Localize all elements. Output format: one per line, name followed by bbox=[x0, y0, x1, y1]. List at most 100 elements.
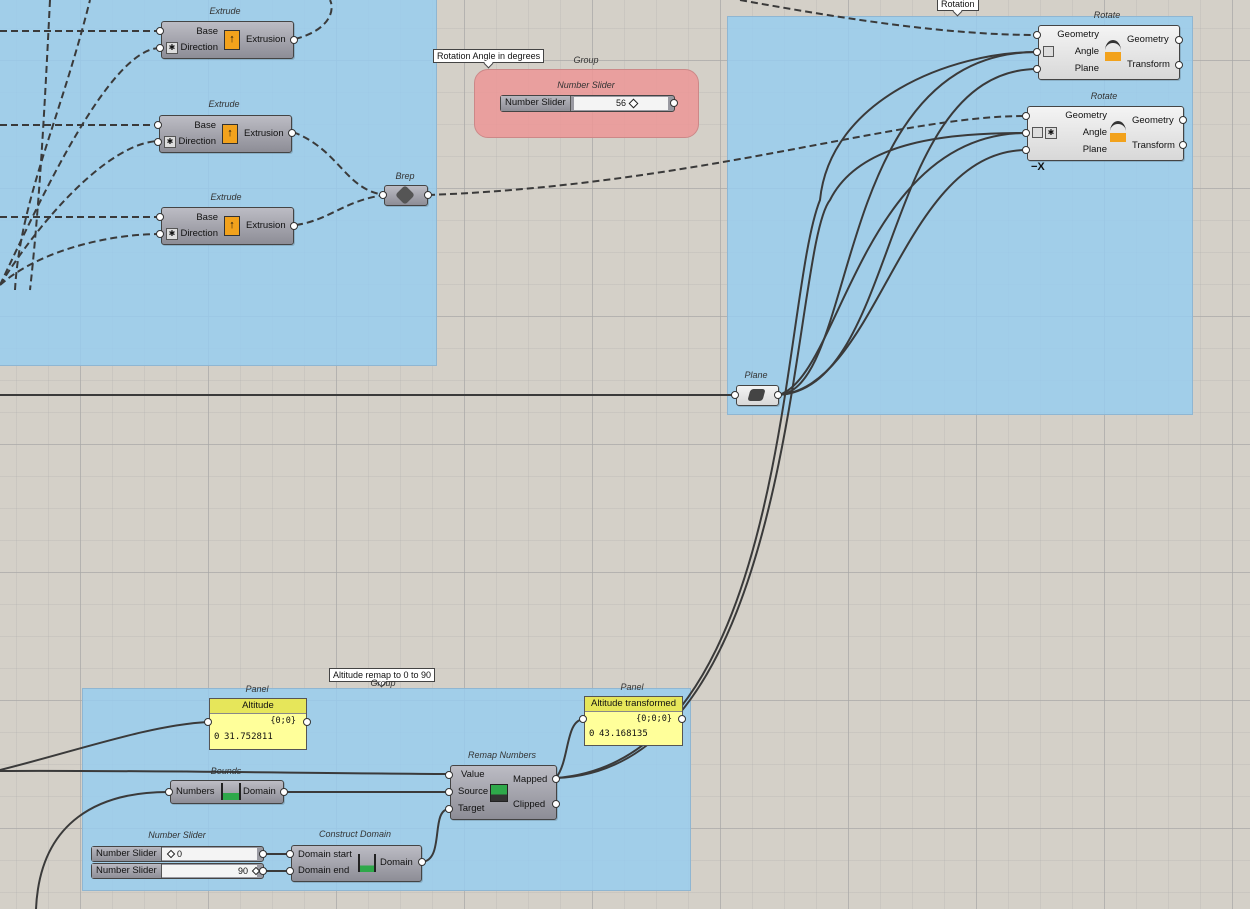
panel-altitude-transformed[interactable]: Altitude transformed {0;0;0} 0 43.168135 bbox=[584, 696, 683, 746]
angle-slider[interactable]: Number Slider 56 bbox=[500, 95, 675, 112]
extrude-2-out-pin[interactable] bbox=[288, 129, 296, 137]
angle-slider-track[interactable] bbox=[574, 97, 668, 110]
extrude-1-title: Extrude bbox=[209, 6, 241, 16]
rotate-1-in-geometry-pin[interactable] bbox=[1033, 31, 1041, 39]
domain-sliders-title: Number Slider bbox=[148, 830, 206, 840]
construct-domain-in-end-pin[interactable] bbox=[286, 867, 294, 875]
panel-transformed-in-pin[interactable] bbox=[579, 715, 587, 723]
domain-start-slider[interactable]: Number Slider 0 bbox=[91, 846, 264, 862]
rotate-1-in-angle-pin[interactable] bbox=[1033, 48, 1041, 56]
domain-end-slider-track[interactable] bbox=[162, 865, 257, 877]
remap-in-target-pin[interactable] bbox=[445, 805, 453, 813]
construct-domain-component[interactable]: Domain start Domain end Domain bbox=[291, 845, 422, 882]
plane-in-pin[interactable] bbox=[731, 391, 739, 399]
domain-end-slider[interactable]: Number Slider 90 bbox=[91, 863, 264, 879]
rotation-title-note: Rotation bbox=[937, 0, 979, 11]
panel-altitude-in-pin[interactable] bbox=[204, 718, 212, 726]
domain-start-slider-out-pin[interactable] bbox=[259, 850, 267, 858]
extrude-1-in-base-pin[interactable] bbox=[156, 27, 164, 35]
remap-value-in: Value bbox=[461, 769, 485, 780]
altitude-group-label: Group bbox=[370, 678, 396, 688]
plane-out-pin[interactable] bbox=[774, 391, 782, 399]
extrude-2-title: Extrude bbox=[208, 99, 240, 109]
domain-start-slider-label: Number Slider bbox=[92, 847, 162, 861]
rotate-1-angle-in: Angle bbox=[1074, 46, 1099, 57]
star-icon: ✱ bbox=[166, 228, 178, 240]
degrees-icon bbox=[1043, 46, 1054, 57]
bounds-out-pin[interactable] bbox=[280, 788, 288, 796]
construct-domain-out-pin[interactable] bbox=[418, 858, 426, 866]
extrude-1-component[interactable]: Base Direction ✱ ↑ Extrusion bbox=[161, 21, 294, 59]
domain-start-slider-track[interactable] bbox=[162, 848, 257, 860]
rotate-1-in-plane-pin[interactable] bbox=[1033, 65, 1041, 73]
brep-out-pin[interactable] bbox=[424, 191, 432, 199]
angle-slider-out-pin[interactable] bbox=[670, 99, 678, 107]
extrude-3-extrusion: Extrusion bbox=[246, 220, 286, 231]
extrude-2-direction: Direction bbox=[178, 136, 217, 147]
extrude-1-direction: Direction bbox=[180, 42, 219, 53]
rotate-2-mirror-flag: −X bbox=[1031, 161, 1045, 173]
rotate-1-out-geometry-pin[interactable] bbox=[1175, 36, 1183, 44]
rotate-1-plane-in: Plane bbox=[1074, 63, 1099, 74]
star-icon: ✱ bbox=[164, 136, 176, 148]
remap-out-mapped-pin[interactable] bbox=[552, 775, 560, 783]
rotate-2-in-angle-pin[interactable] bbox=[1022, 129, 1030, 137]
panel-altitude-out-pin[interactable] bbox=[303, 718, 311, 726]
construct-domain-end-in: Domain end bbox=[298, 865, 350, 876]
remap-numbers-component[interactable]: Value Source Target Mapped Clipped bbox=[450, 765, 557, 820]
extrude-1-in-direction-pin[interactable] bbox=[156, 44, 164, 52]
star-icon: ✱ bbox=[166, 42, 178, 54]
remap-mapped-out: Mapped bbox=[513, 774, 548, 785]
rotate-icon bbox=[1110, 121, 1126, 142]
extrude-2-in-direction-pin[interactable] bbox=[154, 138, 162, 146]
extrude-2-in-base-pin[interactable] bbox=[154, 121, 162, 129]
panel-transformed-header: Altitude transformed bbox=[585, 697, 682, 712]
rotate-2-out-geometry-pin[interactable] bbox=[1179, 116, 1187, 124]
extrude-3-title: Extrude bbox=[210, 192, 242, 202]
panel-transformed-out-pin[interactable] bbox=[678, 715, 686, 723]
extrude-2-extrusion: Extrusion bbox=[244, 128, 284, 139]
extrude-3-component[interactable]: Base Direction ✱ ↑ Extrusion bbox=[161, 207, 294, 245]
rotate-2-out-transform-pin[interactable] bbox=[1179, 141, 1187, 149]
rotate-1-component[interactable]: Geometry Angle Plane Geometry Transform bbox=[1038, 25, 1180, 80]
domain-end-slider-out-pin[interactable] bbox=[259, 867, 267, 875]
bounds-domain-out: Domain bbox=[243, 786, 276, 797]
brep-in-pin[interactable] bbox=[379, 191, 387, 199]
brep-param[interactable] bbox=[384, 185, 428, 206]
construct-domain-out: Domain bbox=[380, 857, 413, 868]
rotate-2-component[interactable]: Geometry Angle Plane ✱ Geometry Transfor… bbox=[1027, 106, 1184, 161]
rotate-2-in-plane-pin[interactable] bbox=[1022, 146, 1030, 154]
rotate-2-in-geometry-pin[interactable] bbox=[1022, 112, 1030, 120]
bounds-in-pin[interactable] bbox=[165, 788, 173, 796]
bounds-numbers-in: Numbers bbox=[176, 786, 215, 797]
extrude-2-component[interactable]: Base Direction ✱ ↑ Extrusion bbox=[159, 115, 292, 153]
remap-out-clipped-pin[interactable] bbox=[552, 800, 560, 808]
panel-altitude[interactable]: Altitude {0;0} 0 31.752811 bbox=[209, 698, 307, 750]
rotate-1-title: Rotate bbox=[1093, 10, 1121, 20]
rotate-1-out-transform-pin[interactable] bbox=[1175, 61, 1183, 69]
rotation-group[interactable] bbox=[727, 16, 1193, 415]
bounds-component[interactable]: Numbers Domain bbox=[170, 780, 284, 804]
extrude-icon: ↑ bbox=[224, 30, 240, 50]
panel-altitude-title: Panel bbox=[245, 684, 269, 694]
panel-transformed-index: 0 bbox=[589, 729, 595, 739]
extrude-3-in-base-pin[interactable] bbox=[156, 213, 164, 221]
extrude-3-in-direction-pin[interactable] bbox=[156, 230, 164, 238]
rotate-2-plane-in: Plane bbox=[1082, 144, 1107, 155]
plane-icon bbox=[747, 389, 766, 401]
rotate-icon bbox=[1105, 40, 1121, 61]
remap-in-value-pin[interactable] bbox=[445, 771, 453, 779]
panel-transformed-title: Panel bbox=[620, 682, 644, 692]
extrude-3-out-pin[interactable] bbox=[290, 222, 298, 230]
rotate-2-angle-in: Angle bbox=[1082, 127, 1107, 138]
construct-domain-in-start-pin[interactable] bbox=[286, 850, 294, 858]
construct-domain-start-in: Domain start bbox=[298, 849, 352, 860]
domain-end-slider-label: Number Slider bbox=[92, 864, 162, 878]
plane-param[interactable] bbox=[736, 385, 779, 406]
extrude-1-out-pin[interactable] bbox=[290, 36, 298, 44]
rotate-2-geometry-in: Geometry bbox=[1065, 110, 1107, 121]
remap-in-source-pin[interactable] bbox=[445, 788, 453, 796]
domain-end-slider-value: 90 bbox=[238, 866, 249, 876]
panel-altitude-path: {0;0} bbox=[270, 716, 296, 726]
